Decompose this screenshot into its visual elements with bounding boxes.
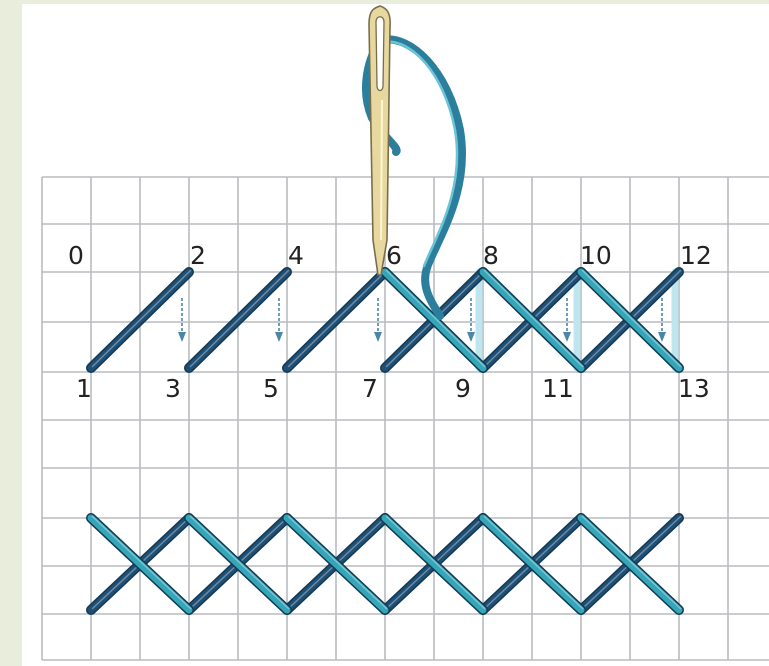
top-hole-number: 12 [680,241,712,270]
needle-icon [369,6,390,275]
bottom-hole-number: 5 [263,374,279,403]
top-hole-number: 0 [68,241,84,270]
bottom-hole-number: 13 [678,374,710,403]
top-hole-number: 6 [386,241,402,270]
top-hole-number: 10 [580,241,612,270]
bottom-hole-number: 7 [362,374,378,403]
bottom-hole-number: 1 [76,374,92,403]
bottom-hole-number: 11 [542,374,574,403]
bottom-hole-number: 3 [165,374,181,403]
top-hole-number: 4 [288,241,304,270]
top-hole-number: 2 [190,241,206,270]
top-hole-number: 8 [483,241,499,270]
bottom-hole-number: 9 [455,374,471,403]
